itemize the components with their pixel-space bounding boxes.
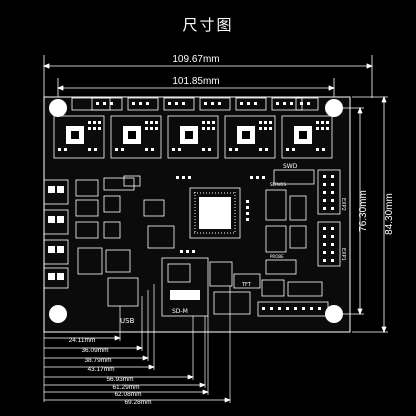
exp1-label: EXP1 [340,248,346,261]
probe-label: PROBE [270,254,284,259]
left-terminal-screws [48,186,64,280]
usb-label: USB [120,317,135,325]
stepper-driver-2 [110,115,162,159]
dim-bottom-5: 56.93mm [106,376,133,383]
top-connector-pins [96,102,310,105]
mount-hole-top-left [49,99,67,117]
exp-header-pins [323,175,334,262]
dim-bottom-2: 36.09mm [81,347,108,354]
hole-span-width-dimension [56,78,336,100]
overall-width-label: 109.67mm [172,54,219,65]
dim-bottom-1: 24.11mm [69,337,96,344]
swd-label: SWD [283,163,298,170]
dim-bottom-6: 61.29mm [112,384,139,391]
tft-label: TFT [241,282,252,288]
dim-bottom-3: 38.79mm [84,357,111,364]
mount-hole-bottom-right [325,305,343,323]
stepper-driver-sockets [53,115,333,159]
dim-bottom-7: 62.08mm [114,391,141,398]
page-title: 尺寸图 [182,16,234,34]
hole-span-height-dimension [338,106,364,316]
overall-height-label: 84.30mm [384,193,395,235]
mount-hole-top-right [325,99,343,117]
exp2-label: EXP2 [340,198,346,211]
bottom-pin-row [170,290,321,310]
top-connector-row [71,97,319,111]
stepper-driver-1 [53,115,105,159]
stepper-driver-3 [167,115,219,159]
sd-label: SD-M [172,308,188,315]
mcu-chip [189,187,241,239]
dim-bottom-4: 43.17mm [87,366,114,373]
hole-span-width-label: 101.85mm [172,76,219,87]
right-connectors [265,169,341,275]
bottom-components [107,257,329,317]
left-power-terminals [43,179,69,289]
servos-label: SERVOS [270,182,286,187]
bottom-dimensions [43,284,231,403]
mount-hole-bottom-left [49,305,67,323]
stepper-driver-4 [224,115,276,159]
overall-width-dimension [42,55,374,98]
overall-height-dimension [352,95,388,334]
mosfet-area [75,175,175,275]
hole-span-height-label: 76.30mm [358,190,369,232]
header-pins-mcu-area [176,176,265,253]
stepper-driver-5 [281,115,333,159]
dim-bottom-8: 69.28mm [124,399,151,406]
